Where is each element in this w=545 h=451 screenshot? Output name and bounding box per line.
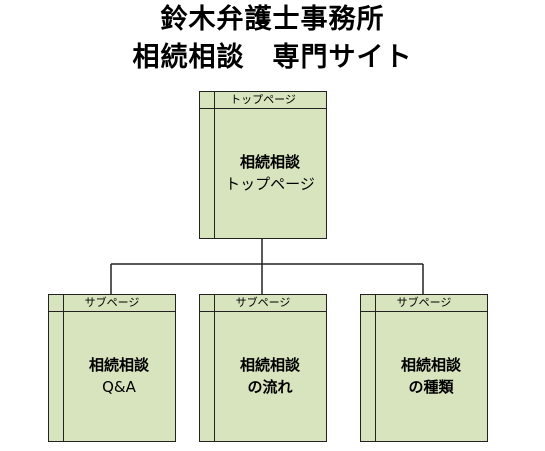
sub-page-header: サブページ	[49, 295, 175, 312]
sub-page-body: 相続相談 の流れ	[214, 311, 326, 441]
sub-page-line2: Q&A	[102, 378, 136, 396]
sub-page-node-types: サブページ 相続相談 の種類	[360, 294, 488, 442]
node-margin-line	[214, 92, 215, 238]
site-title-line1: 鈴木弁護士事務所	[160, 4, 385, 35]
top-page-line1: 相続相談	[239, 153, 300, 171]
top-page-body: 相続相談 トップページ	[214, 108, 326, 238]
sub-page-line2: の種類	[408, 378, 454, 396]
node-margin-line	[375, 295, 376, 441]
sub-page-node-qa: サブページ 相続相談 Q&A	[48, 294, 176, 442]
sub-page-line1: 相続相談	[400, 356, 461, 374]
sub-page-body: 相続相談 Q&A	[63, 311, 175, 441]
node-margin-line	[63, 295, 64, 441]
node-margin-line	[214, 295, 215, 441]
sub-page-header: サブページ	[361, 295, 487, 312]
top-page-node: トップページ 相続相談 トップページ	[199, 91, 327, 239]
top-page-line2: トップページ	[225, 175, 315, 193]
sub-page-line1: 相続相談	[88, 356, 149, 374]
sub-page-body: 相続相談 の種類	[375, 311, 487, 441]
top-page-header: トップページ	[200, 92, 326, 109]
sub-page-header: サブページ	[200, 295, 326, 312]
sub-page-node-flow: サブページ 相続相談 の流れ	[199, 294, 327, 442]
sub-page-line1: 相続相談	[239, 356, 300, 374]
sub-page-line2: の流れ	[247, 378, 293, 396]
site-title-line2: 相続相談 専門サイト	[132, 42, 413, 73]
